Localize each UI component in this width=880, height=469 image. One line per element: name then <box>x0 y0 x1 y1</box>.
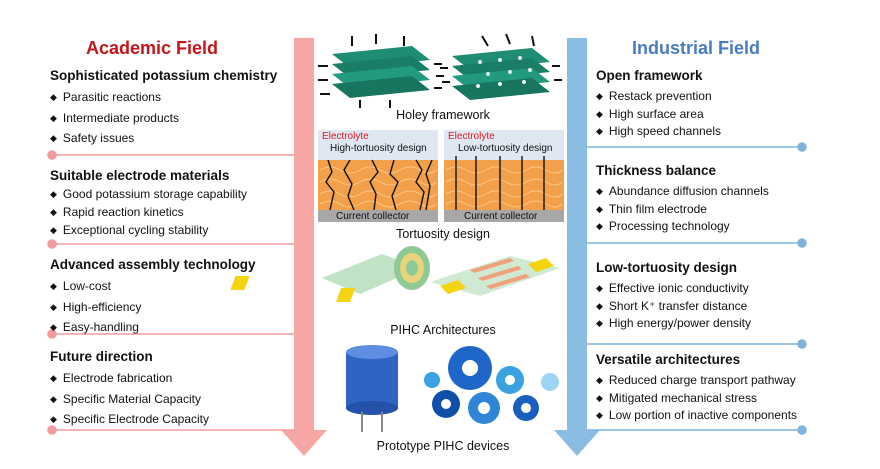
industrial-separators <box>587 142 807 435</box>
low-tortuosity-panel <box>444 130 564 222</box>
industrial-section-1: Open framework Restack prevention High s… <box>596 68 721 141</box>
tortuosity-design-label: Tortuosity design <box>396 227 490 241</box>
list-item: Processing technology <box>596 218 769 236</box>
current-collector-right: Current collector <box>464 211 538 222</box>
list-item: Specific Electrode Capacity <box>50 410 209 431</box>
prototype-pihc-label: Prototype PIHC devices <box>376 439 510 453</box>
section-title: Versatile architectures <box>596 352 741 367</box>
academic-section-1: Sophisticated potassium chemistry Parasi… <box>50 68 277 150</box>
section-title: Low-tortuosity design <box>596 260 737 275</box>
list-item: High-efficiency <box>50 298 256 319</box>
list-item: Thin film electrode <box>596 201 769 219</box>
high-tortuosity-panel <box>318 130 438 222</box>
section-title: Advanced assembly technology <box>50 257 256 272</box>
pihc-interdigital-image <box>430 256 560 296</box>
list-item: Easy-handling <box>50 318 256 339</box>
section-title: Suitable electrode materials <box>50 168 230 183</box>
list-item: Restack prevention <box>596 88 721 106</box>
list-item: Abundance diffusion channels <box>596 183 769 201</box>
list-item: Intermediate products <box>50 109 277 130</box>
academic-field-title: Academic Field <box>86 38 219 58</box>
list-item: Exceptional cycling stability <box>50 222 247 240</box>
list-item: Mitigated mechanical stress <box>596 390 797 408</box>
prototype-capacitor-image <box>346 345 398 432</box>
section-title: Future direction <box>50 349 153 364</box>
electrolyte-label-right: Electrolyte <box>448 131 495 142</box>
list-item: Low-cost <box>50 277 256 298</box>
list-item: Good potassium storage capability <box>50 186 247 204</box>
list-item: Effective ionic conductivity <box>596 280 751 298</box>
industrial-section-3: Low-tortuosity design Effective ionic co… <box>596 260 751 333</box>
list-item: Specific Material Capacity <box>50 390 209 411</box>
pihc-architectures-label: PIHC Architectures <box>390 323 496 337</box>
prototype-gears-image <box>424 346 559 424</box>
section-title: Open framework <box>596 68 703 83</box>
electrolyte-label-left: Electrolyte <box>322 131 369 142</box>
list-item: High surface area <box>596 106 721 124</box>
holey-framework-left-image <box>318 34 444 108</box>
academic-arrow <box>281 38 327 456</box>
list-item: Electrode fabrication <box>50 369 209 390</box>
list-item: Rapid reaction kinetics <box>50 204 247 222</box>
pihc-rolled-image <box>230 246 430 302</box>
industrial-arrow <box>554 38 600 456</box>
holey-framework-label: Holey framework <box>396 108 490 122</box>
academic-section-4: Future direction Electrode fabrication S… <box>50 349 209 431</box>
industrial-field-title: Industrial Field <box>632 38 761 58</box>
list-item: Parasitic reactions <box>50 88 277 109</box>
holey-framework-right-image <box>440 33 562 100</box>
list-item: Reduced charge transport pathway <box>596 372 797 390</box>
list-item: Low portion of inactive components <box>596 407 797 425</box>
high-tortuosity-label: High-tortuosity design <box>330 143 427 154</box>
low-tortuosity-label: Low-tortuosity design <box>458 143 553 154</box>
section-title: Sophisticated potassium chemistry <box>50 68 278 83</box>
industrial-section-4: Versatile architectures Reduced charge t… <box>596 352 797 425</box>
list-item: Short K⁺ transfer distance <box>596 298 751 316</box>
list-item: High energy/power density <box>596 315 751 333</box>
industrial-section-2: Thickness balance Abundance diffusion ch… <box>596 163 769 236</box>
list-item: Safety issues <box>50 129 277 150</box>
section-title: Thickness balance <box>596 163 717 178</box>
list-item: High speed channels <box>596 123 721 141</box>
current-collector-left: Current collector <box>336 211 410 222</box>
academic-section-2: Suitable electrode materials Good potass… <box>50 168 247 240</box>
academic-section-3: Advanced assembly technology Low-cost Hi… <box>50 257 256 339</box>
